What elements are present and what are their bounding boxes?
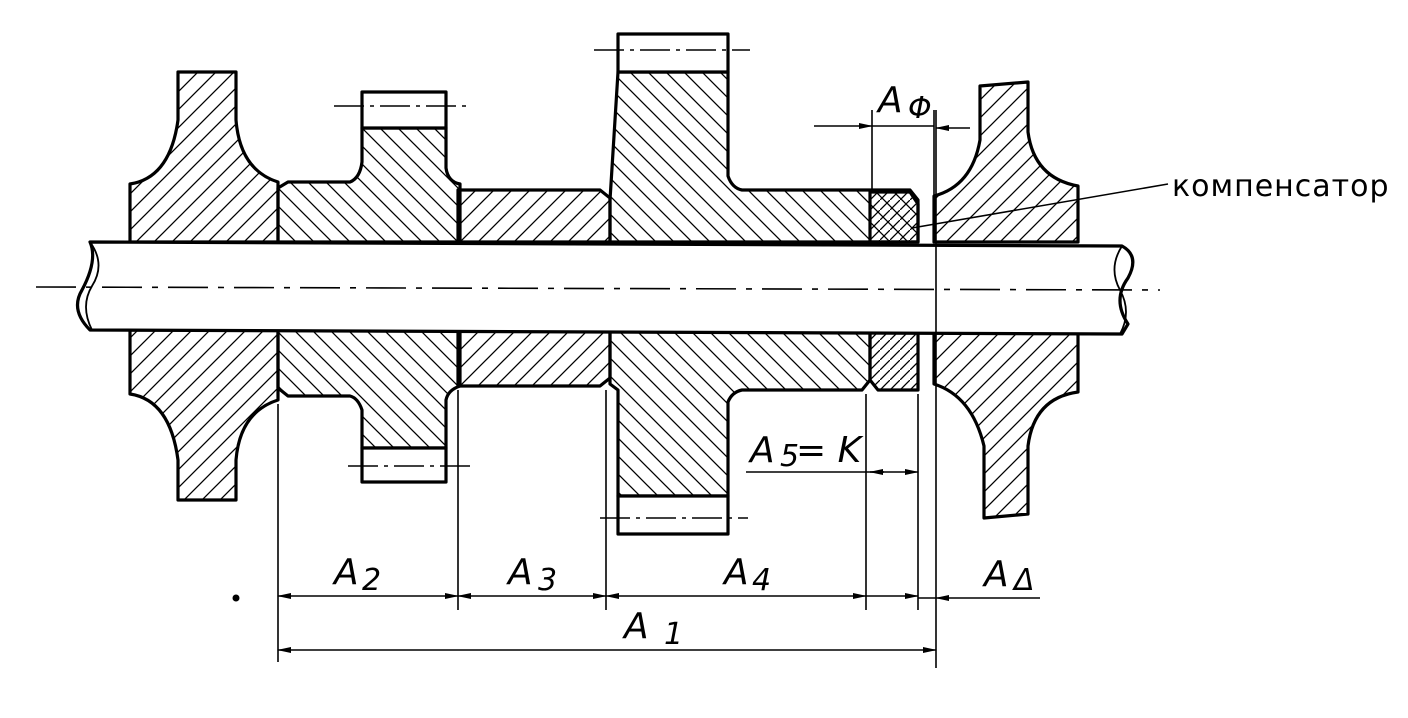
label-a2: A 2 xyxy=(332,552,381,598)
left-housing xyxy=(128,70,280,502)
label-a5-eq: = K xyxy=(796,430,864,471)
label-a5-letter: A xyxy=(748,430,775,471)
label-a3: A 3 xyxy=(506,552,557,598)
extension-lines xyxy=(277,110,937,668)
label-a4-sub: 4 xyxy=(752,563,771,598)
label-a2-letter: A xyxy=(332,552,359,593)
label-a1-letter: A xyxy=(622,606,649,647)
shaft xyxy=(35,240,1161,336)
label-a3-sub: 3 xyxy=(538,563,557,598)
label-aphi-sub: Φ xyxy=(908,91,932,126)
label-a4: A 4 xyxy=(722,552,771,598)
gear-a2 xyxy=(276,90,462,484)
dimension-lines xyxy=(277,123,1169,653)
label-adelta-sub: Δ xyxy=(1012,563,1035,598)
label-a3-letter: A xyxy=(506,552,533,593)
label-a1: A 1 xyxy=(622,606,683,652)
compensator-label: компенсатор xyxy=(1172,169,1390,204)
label-aphi-letter: A xyxy=(876,80,903,121)
gear-reference-lines xyxy=(334,49,750,519)
label-adelta-letter: A xyxy=(982,554,1009,595)
label-a5: A 5 = K xyxy=(748,430,864,474)
compensator-ring xyxy=(868,190,920,392)
label-a5-sub: 5 xyxy=(780,439,799,474)
label-adelta: A Δ xyxy=(982,554,1035,598)
right-housing xyxy=(932,80,1080,520)
dot-mark xyxy=(232,594,240,602)
label-aphi: A Φ xyxy=(876,80,932,126)
label-a2-sub: 2 xyxy=(362,563,381,598)
label-a4-letter: A xyxy=(722,552,749,593)
label-a1-sub: 1 xyxy=(664,617,683,652)
